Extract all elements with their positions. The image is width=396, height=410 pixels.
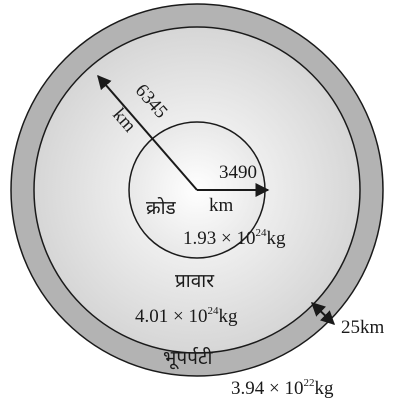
mantle-mass-mantissa: 4.01 × 10	[135, 306, 207, 327]
crust-thickness-label: 25km	[341, 317, 385, 338]
crust-mass: 3.94 × 1022kg	[231, 377, 334, 399]
core-mass-mantissa: 1.93 × 10	[183, 228, 255, 249]
mantle-mass: 4.01 × 1024kg	[135, 305, 238, 327]
core-mass-exp: 24	[255, 227, 267, 239]
core-mass: 1.93 × 1024kg	[183, 227, 286, 249]
mantle-mass-exp: 24	[207, 305, 219, 317]
core-mass-unit: kg	[266, 228, 286, 249]
crust-thickness-arrow	[310, 302, 336, 325]
core-radius-value: 3490	[219, 162, 257, 183]
crust-label: भूपर्पटी	[163, 346, 214, 370]
crust-mass-exp: 22	[303, 377, 314, 389]
core-label: क्रोड	[146, 196, 177, 219]
core-radius-unit: km	[209, 195, 234, 216]
crust-mass-mantissa: 3.94 × 10	[231, 378, 303, 399]
mantle-label: प्रावार	[175, 271, 215, 292]
mantle-radius-arrow	[97, 74, 198, 191]
mantle-mass-unit: kg	[218, 306, 238, 327]
crust-mass-unit: kg	[314, 378, 334, 399]
